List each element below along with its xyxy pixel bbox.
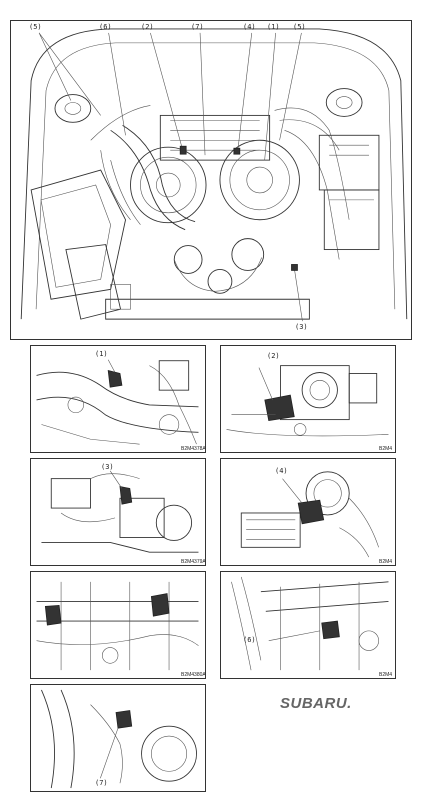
main-callout-2: (2) — [141, 23, 154, 31]
detail-callout-3: (3) — [101, 463, 114, 471]
detail-callout-6: (6) — [243, 636, 256, 644]
detail-drawing-1 — [36, 359, 199, 445]
engine-bay-diagram: (5) (6) (2) (7) (4) (1) (5) (3) — [10, 20, 412, 340]
detail-callout-7: (7) — [95, 779, 108, 787]
main-callout-5-left: (5) — [29, 23, 42, 31]
detail-panel-4: (4) B2M4 — [220, 458, 396, 566]
main-callout-1: (1) — [267, 23, 280, 31]
main-callout-7: (7) — [191, 23, 204, 31]
detail-drawing-4 — [240, 471, 379, 558]
detail-panel-3: (3) B2M4379A — [30, 458, 206, 566]
detail-panel-5: B2M4380A — [30, 571, 206, 679]
main-callout-3: (3) — [295, 323, 308, 331]
detail-code-3: B2M4379A — [181, 559, 206, 565]
detail-drawing-7 — [41, 689, 197, 789]
detail-drawing-3 — [41, 470, 199, 553]
detail-code-1: B2M4378A — [181, 446, 206, 452]
main-callout-4: (4) — [243, 23, 256, 31]
detail-code-4: B2M4 — [379, 559, 393, 565]
subaru-logo: SUBARU. — [280, 695, 352, 712]
detail-callout-1: (1) — [95, 350, 108, 358]
detail-drawing-6 — [231, 576, 389, 671]
detail-drawing-2 — [226, 365, 389, 437]
detail-panel-1: (1) B2M4378A — [30, 345, 206, 453]
main-callout-6: (6) — [99, 23, 112, 31]
detail-drawing-5 — [36, 581, 199, 671]
detail-code-5: B2M4380A — [181, 672, 206, 678]
engine-bay-drawing — [20, 28, 408, 322]
detail-callout-2: (2) — [267, 352, 280, 360]
detail-code-6: B2M4 — [379, 672, 393, 678]
main-callout-5-right: (5) — [293, 23, 306, 31]
detail-panel-7: (7) — [30, 684, 206, 792]
detail-callout-4: (4) — [275, 467, 288, 475]
detail-code-2: B2M4 — [379, 446, 393, 452]
detail-panel-6: (6) B2M4 — [220, 571, 396, 679]
detail-panel-2: (2) B2M4 — [220, 345, 396, 453]
